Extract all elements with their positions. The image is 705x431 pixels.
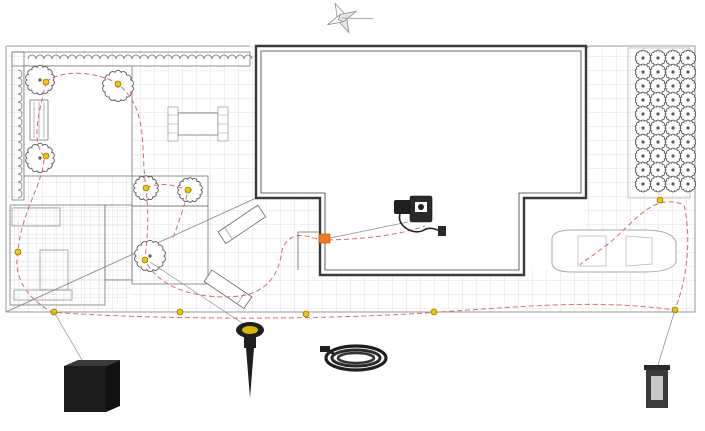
tree-icon bbox=[649, 161, 667, 179]
tree-icon bbox=[679, 147, 697, 165]
tree-icon bbox=[134, 239, 166, 273]
tree-icon bbox=[664, 49, 682, 67]
wall-light-icon bbox=[64, 360, 120, 412]
tree-icon bbox=[649, 63, 667, 81]
lamp-marker bbox=[141, 256, 149, 264]
tree-icon bbox=[664, 175, 682, 193]
tree-icon bbox=[679, 161, 697, 179]
tree-icon bbox=[649, 133, 667, 151]
bollard-light-icon bbox=[644, 365, 670, 408]
house bbox=[254, 44, 588, 277]
tree-icon bbox=[634, 161, 652, 179]
garden-bench-icon bbox=[29, 99, 49, 141]
transformer-icon bbox=[394, 195, 446, 236]
tree-icon bbox=[649, 175, 667, 193]
tree-icon bbox=[664, 147, 682, 165]
tree-icon bbox=[679, 49, 697, 67]
tree-icon bbox=[634, 63, 652, 81]
plot-boundary bbox=[5, 45, 696, 313]
lamp-marker bbox=[14, 248, 22, 256]
tree-icon bbox=[649, 91, 667, 109]
tree-icon bbox=[634, 91, 652, 109]
spike-spotlight-icon bbox=[236, 322, 264, 398]
tree-icon bbox=[679, 119, 697, 137]
tree-icon bbox=[649, 49, 667, 67]
lamp-marker bbox=[302, 310, 310, 318]
tree-icon bbox=[634, 133, 652, 151]
tree-icon bbox=[634, 77, 652, 95]
lamp-marker bbox=[176, 308, 184, 316]
car-icon bbox=[551, 229, 677, 273]
tree-icon bbox=[664, 133, 682, 151]
tree-icon bbox=[649, 105, 667, 123]
lamp-marker bbox=[430, 308, 438, 316]
tree-icon bbox=[679, 175, 697, 193]
table-and-chairs bbox=[167, 106, 229, 142]
lamp-marker bbox=[656, 196, 664, 204]
junction-connector bbox=[318, 233, 331, 244]
tree-icon bbox=[634, 105, 652, 123]
tree-icon bbox=[664, 77, 682, 95]
north-arrow-icon bbox=[327, 2, 374, 34]
lamp-marker bbox=[42, 152, 50, 160]
tree-icon bbox=[679, 63, 697, 81]
leader-lines bbox=[53, 221, 676, 369]
cable-coil-icon bbox=[320, 344, 388, 372]
cable-stub bbox=[297, 231, 318, 270]
sun-lounger-icon bbox=[217, 204, 267, 245]
tree-icon bbox=[634, 49, 652, 67]
tree-row bbox=[627, 47, 697, 199]
tree-icon bbox=[649, 119, 667, 137]
lamp-marker bbox=[142, 184, 150, 192]
tree-icon bbox=[664, 63, 682, 81]
tree-icon bbox=[25, 64, 55, 96]
lamp-marker bbox=[184, 186, 192, 194]
tree-icon bbox=[664, 161, 682, 179]
lamp-marker bbox=[114, 80, 122, 88]
tree-icon bbox=[634, 147, 652, 165]
tree-icon bbox=[664, 119, 682, 137]
tree-icon bbox=[25, 142, 55, 174]
tree-icon bbox=[679, 77, 697, 95]
lamp-marker bbox=[42, 78, 50, 86]
sun-lounger-icon bbox=[203, 269, 253, 310]
tree-icon bbox=[679, 105, 697, 123]
tree-icon bbox=[679, 91, 697, 109]
tree-icon bbox=[649, 77, 667, 95]
lamp-markers bbox=[14, 78, 679, 318]
tree-icon bbox=[679, 133, 697, 151]
tree-icon bbox=[664, 105, 682, 123]
tree-icon bbox=[664, 91, 682, 109]
tree-icon bbox=[634, 119, 652, 137]
tree-icon bbox=[634, 175, 652, 193]
tree-icon bbox=[649, 147, 667, 165]
